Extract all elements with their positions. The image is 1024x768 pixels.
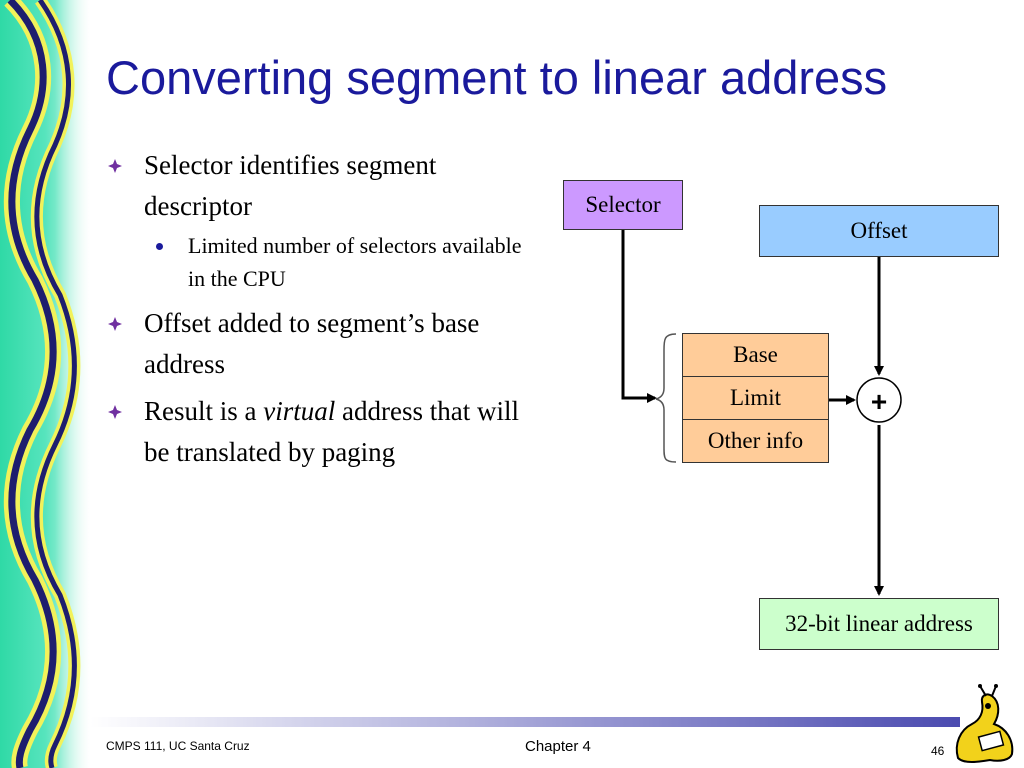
- bullet-emphasis: virtual: [263, 396, 336, 426]
- footer-chapter: Chapter 4: [525, 738, 591, 755]
- dot-bullet-icon: [156, 243, 163, 250]
- bullet-text: Selector identifies segment descriptor: [144, 150, 437, 221]
- bullet-item: Offset added to segment’s base address: [108, 303, 528, 385]
- adder-circle: [856, 377, 902, 423]
- selector-box: Selector: [563, 180, 683, 230]
- selector-arrow: [621, 230, 657, 403]
- bullet-item: Result is a virtual address that will be…: [108, 391, 528, 473]
- offset-box: Offset: [759, 205, 999, 257]
- footer-gradient-bar: [90, 717, 960, 727]
- footer-page-number: 46: [931, 744, 945, 758]
- adder-label: +: [871, 386, 887, 417]
- bullet-item: Selector identifies segment descriptor: [108, 145, 528, 227]
- descriptor-brace: [655, 333, 677, 463]
- slide-title: Converting segment to linear address: [106, 51, 888, 104]
- descriptor-limit: Limit: [682, 376, 829, 420]
- sub-bullet-text: Limited number of selectors available in…: [188, 233, 522, 291]
- decorative-wave-border: [0, 0, 90, 768]
- descriptor-other-info: Other info: [682, 419, 829, 463]
- bullet-text-part: Result is a: [144, 396, 264, 426]
- footer-course: CMPS 111, UC Santa Cruz: [106, 739, 250, 753]
- bullet-text-part: address that will be translated by pagin…: [144, 396, 519, 467]
- bullet-text: Offset added to segment’s base address: [144, 308, 480, 379]
- sub-bullet-item: Limited number of selectors available in…: [152, 229, 528, 295]
- diamond-bullet-icon: [108, 159, 122, 173]
- banana-slug-logo-icon: [955, 684, 1014, 763]
- diamond-bullet-icon: [108, 317, 122, 331]
- linear-address-box: 32-bit linear address: [759, 598, 999, 650]
- descriptor-base: Base: [682, 333, 829, 377]
- diamond-bullet-icon: [108, 405, 122, 419]
- bullet-list: Selector identifies segment descriptor L…: [108, 145, 528, 479]
